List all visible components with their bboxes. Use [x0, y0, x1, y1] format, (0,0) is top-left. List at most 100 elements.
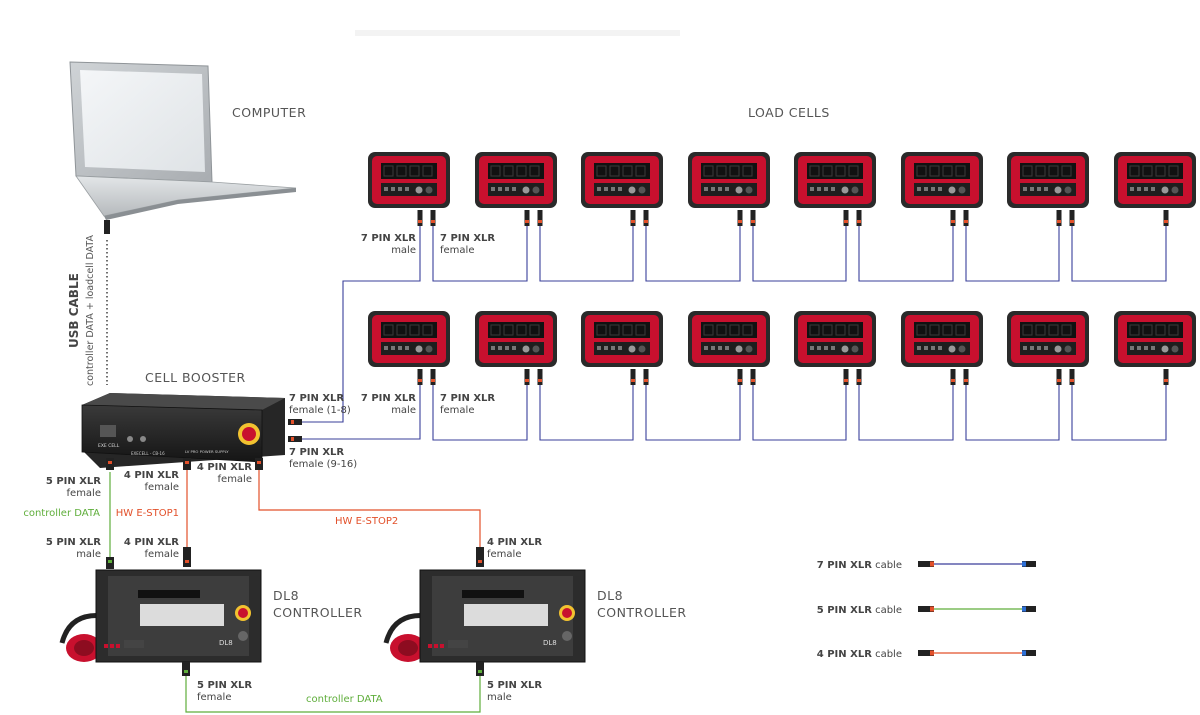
dl8-2-badge: DL8: [543, 639, 557, 647]
cable-cell-link: [645, 385, 741, 441]
cable-cell-link: [539, 226, 634, 282]
controller-data-label-2: controller DATA: [306, 694, 383, 705]
top-shadow: [355, 30, 680, 36]
cable-dl8-to-dl8: [185, 665, 481, 713]
dl8-controller-1: DL8: [59, 569, 262, 663]
booster-5pin-gender: female: [67, 488, 101, 499]
row2-male-type: 7 PIN XLR: [361, 393, 416, 404]
booster-out1-type: 7 PIN XLR: [289, 393, 344, 404]
usb-plug: [104, 220, 110, 234]
row1-female-gender: female: [440, 245, 474, 256]
usb-cable-label: USB CABLE: [67, 273, 81, 348]
cable-cell-link: [858, 385, 954, 441]
seven-pin-cables: [302, 226, 1167, 441]
legend-connector-left: [918, 650, 934, 656]
cell-booster-device: EXE CELL EXECELL - CB-16 LV PRO POWER SU…: [81, 393, 285, 468]
controller-data-label-1: controller DATA: [23, 508, 100, 519]
cable-cell-link: [645, 226, 741, 282]
booster-5pin-type: 5 PIN XLR: [46, 476, 101, 487]
cable-cell-link: [432, 385, 528, 441]
load-cell-display: [1007, 311, 1089, 385]
row2-female-type: 7 PIN XLR: [440, 393, 495, 404]
cable-cell-link: [1071, 385, 1167, 441]
booster-connectors: [106, 419, 302, 470]
load-cell-display: [475, 152, 557, 226]
legend-label: 4 PIN XLR cable: [817, 649, 902, 660]
load-cell-display: [901, 311, 983, 385]
dl8-2-5pin-in-gender: male: [487, 692, 512, 703]
booster-4pin1-type: 4 PIN XLR: [124, 470, 179, 481]
load-cell-display: [1114, 152, 1196, 226]
booster-out2-type: 7 PIN XLR: [289, 447, 344, 458]
row2-male-gender: male: [391, 405, 416, 416]
legend-connector-left: [918, 606, 934, 612]
usb-cable-sublabel: controller DATA + loadcell DATA: [85, 235, 96, 386]
legend-label: 5 PIN XLR cable: [817, 605, 902, 616]
cable-cell-link: [858, 226, 954, 282]
cable-cell-link: [752, 226, 847, 282]
dl8-1-4pin-gender: female: [145, 549, 179, 560]
load-cell-display: [475, 311, 557, 385]
dl8-1-title-line1: DL8: [273, 588, 299, 603]
load-cell-display: [581, 152, 663, 226]
dl8-1-5pin-out-type: 5 PIN XLR: [197, 680, 252, 691]
legend-connector-right: [1022, 606, 1036, 612]
dl8-2-4pin-gender: female: [487, 549, 521, 560]
load-cell-display: [368, 311, 450, 385]
cable-booster-row2: [302, 385, 421, 440]
cable-cell-link: [1071, 226, 1167, 282]
cell-booster-label: CELL BOOSTER: [145, 370, 246, 385]
dl8-1-4pin-type: 4 PIN XLR: [124, 537, 179, 548]
row2-female-gender: female: [440, 405, 474, 416]
dl8-2-title-line1: DL8: [597, 588, 623, 603]
cable-cell-link: [432, 226, 528, 282]
cable-booster-row1: [302, 226, 421, 423]
booster-psu-text: LV PRO POWER SUPPLY: [185, 449, 229, 454]
legend-connector-tip: [1022, 606, 1026, 612]
load-cell-display: [1114, 311, 1196, 385]
legend-connector-tip: [1022, 650, 1026, 656]
load-cells-group: [368, 152, 1196, 385]
five-pin-cables: [109, 472, 481, 713]
hw-estop2-label: HW E-STOP2: [335, 516, 398, 527]
booster-out2-gender: female (9-16): [289, 459, 357, 470]
row1-male-gender: male: [391, 245, 416, 256]
dl8-1-5pin-out-gender: female: [197, 692, 231, 703]
dl8-2-title-line2: CONTROLLER: [597, 605, 687, 620]
row1-male-type: 7 PIN XLR: [361, 233, 416, 244]
load-cell-display: [901, 152, 983, 226]
dl8-2-4pin-type: 4 PIN XLR: [487, 537, 542, 548]
load-cell-display: [688, 152, 770, 226]
legend-connector-tip: [1022, 561, 1026, 567]
legend-connector-tip: [930, 606, 934, 612]
booster-model-text: EXECELL - CB-16: [131, 451, 165, 456]
dl8-controller-2: DL8: [383, 569, 586, 663]
cable-legend: 7 PIN XLR cable 5 PIN XLR cable 4 PIN XLR …: [817, 560, 1036, 660]
legend-label: 7 PIN XLR cable: [817, 560, 902, 571]
cable-cell-link: [965, 385, 1060, 441]
load-cell-display: [581, 311, 663, 385]
booster-brand-text: EXE CELL: [98, 443, 120, 449]
legend-connector-right: [1022, 561, 1036, 567]
hw-estop1-label: HW E-STOP1: [116, 508, 179, 519]
load-cell-display: [794, 311, 876, 385]
legend-connector-tip: [930, 561, 934, 567]
dl8-1-5pin-in-gender: male: [76, 549, 101, 560]
computer-label: COMPUTER: [232, 105, 306, 120]
booster-out1-gender: female (1-8): [289, 405, 351, 416]
cable-cell-link: [539, 385, 634, 441]
cable-cell-link: [752, 385, 847, 441]
row1-female-type: 7 PIN XLR: [440, 233, 495, 244]
cable-estop2: [258, 470, 481, 565]
booster-4pin1-gender: female: [145, 482, 179, 493]
load-cell-display: [688, 311, 770, 385]
dl8-2-5pin-in-type: 5 PIN XLR: [487, 680, 542, 691]
dl8-1-badge: DL8: [219, 639, 233, 647]
load-cell-display: [368, 152, 450, 226]
load-cell-display: [794, 152, 876, 226]
cable-cell-link: [965, 226, 1060, 282]
booster-4pin2-gender: female: [218, 474, 252, 485]
legend-connector-left: [918, 561, 934, 567]
legend-connector-right: [1022, 650, 1036, 656]
